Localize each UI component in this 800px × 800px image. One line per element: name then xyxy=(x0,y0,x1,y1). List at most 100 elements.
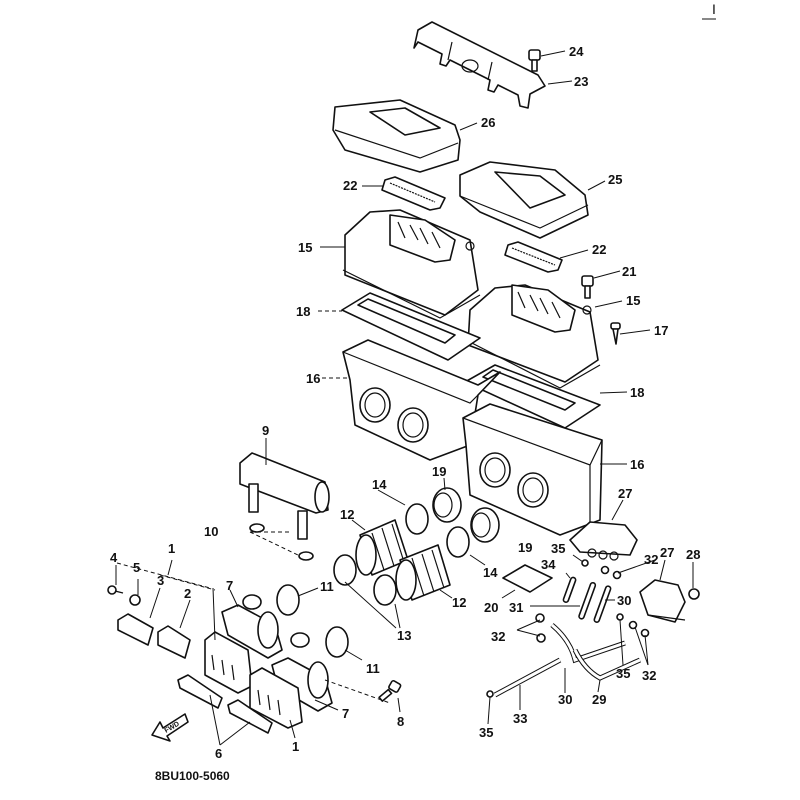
air-box-cap-15-right xyxy=(465,284,601,389)
pad-20 xyxy=(502,564,553,593)
callout-33: 33 xyxy=(513,711,527,726)
callout-32-b: 32 xyxy=(491,629,505,644)
callout-21: 21 xyxy=(622,264,636,279)
bolt-8 xyxy=(378,679,402,702)
clip-35-b xyxy=(616,613,624,621)
callout-18-left: 18 xyxy=(296,304,310,319)
callout-12-b: 12 xyxy=(452,595,466,610)
bolt-21 xyxy=(581,275,594,299)
callout-24: 24 xyxy=(569,44,584,59)
gasket-18-left xyxy=(341,292,481,361)
reed-3 xyxy=(117,613,154,646)
leader-lines xyxy=(115,50,694,746)
gasket-6-b xyxy=(227,699,273,734)
callout-7-a: 7 xyxy=(226,578,233,593)
callout-23: 23 xyxy=(574,74,588,89)
clip-10-a xyxy=(249,523,265,533)
callout-labels: 24 23 26 25 22 22 21 15 15 17 18 18 16 1… xyxy=(110,44,700,761)
callout-12-a: 12 xyxy=(340,507,354,522)
air-box-cap-15-left xyxy=(342,209,481,319)
callout-17: 17 xyxy=(654,323,668,338)
callout-4: 4 xyxy=(110,550,118,565)
balancer-pipe-9 xyxy=(239,452,330,540)
callout-15-left: 15 xyxy=(298,240,312,255)
callout-25: 25 xyxy=(608,172,622,187)
joint-12-b xyxy=(395,544,451,601)
callout-30-b: 30 xyxy=(558,692,572,707)
clamp-11-b xyxy=(325,626,349,658)
clamp-13-b xyxy=(373,574,397,606)
callout-9: 9 xyxy=(262,423,269,438)
callout-31: 31 xyxy=(509,600,523,615)
clip-32-c xyxy=(600,565,610,575)
bracket-part xyxy=(413,21,546,109)
callout-22-left: 22 xyxy=(343,178,357,193)
callout-11-b: 11 xyxy=(366,661,380,676)
callout-16-left: 16 xyxy=(306,371,320,386)
callout-27-a: 27 xyxy=(618,486,632,501)
screw-4 xyxy=(107,585,124,595)
callout-19-a: 19 xyxy=(432,464,446,479)
manifold-7-a xyxy=(221,594,283,659)
callout-13: 13 xyxy=(397,628,411,643)
funnel-19-b xyxy=(470,507,500,543)
callout-2: 2 xyxy=(184,586,191,601)
drawing-code: 8BU100-5060 xyxy=(155,769,230,783)
callout-32-a: 32 xyxy=(644,552,658,567)
air-box-case-16-right xyxy=(462,403,603,536)
nut-28 xyxy=(688,588,700,600)
filter-element-22-right xyxy=(504,241,563,273)
callout-15-right: 15 xyxy=(626,293,640,308)
callout-8: 8 xyxy=(397,714,404,729)
callout-20: 20 xyxy=(484,600,498,615)
hose-34 xyxy=(562,576,577,603)
callout-7-b: 7 xyxy=(342,706,349,721)
callout-34: 34 xyxy=(541,557,556,572)
clip-32-e xyxy=(628,620,638,630)
clamp-13-a xyxy=(333,554,357,586)
bolt-24 xyxy=(528,49,541,72)
callout-10: 10 xyxy=(204,524,218,539)
fuel-pump-27-b xyxy=(639,579,686,623)
fwd-arrow: FWD xyxy=(151,713,189,742)
callout-27-b: 27 xyxy=(660,545,674,560)
cover-26 xyxy=(332,99,461,173)
callout-30-a: 30 xyxy=(617,593,631,608)
filter-element-22-left xyxy=(381,176,446,211)
callout-22-right: 22 xyxy=(592,242,606,257)
washer-5 xyxy=(129,594,141,606)
hose-30-upper xyxy=(593,585,612,623)
callout-3: 3 xyxy=(157,573,164,588)
callout-14-a: 14 xyxy=(372,477,387,492)
callout-26: 26 xyxy=(481,115,495,130)
clamp-11-a xyxy=(276,584,300,616)
joint-12-a xyxy=(355,519,409,576)
page-mark: I xyxy=(712,1,716,17)
callout-16-right: 16 xyxy=(630,457,644,472)
callout-6: 6 xyxy=(215,746,222,761)
clip-35-a xyxy=(581,559,589,567)
funnel-19-a xyxy=(432,487,462,523)
hose-31 xyxy=(578,581,597,620)
callout-18-right: 18 xyxy=(630,385,644,400)
callout-28: 28 xyxy=(686,547,700,562)
callout-11-a: 11 xyxy=(320,579,334,594)
screw-17 xyxy=(610,322,621,345)
clip-35-c xyxy=(486,690,494,698)
callout-35-a: 35 xyxy=(551,541,565,556)
callout-5: 5 xyxy=(133,560,140,575)
clip-10-b xyxy=(298,551,314,561)
callout-29: 29 xyxy=(592,692,606,707)
callout-19-b: 19 xyxy=(518,540,532,555)
callout-1-b: 1 xyxy=(292,739,299,754)
reed-stopper-2 xyxy=(157,625,191,659)
callout-14-b: 14 xyxy=(483,565,498,580)
clamp-14-a xyxy=(405,503,429,535)
callout-1-a: 1 xyxy=(168,541,175,556)
gasket-18-right xyxy=(464,364,601,429)
callout-35-b: 35 xyxy=(616,666,630,681)
clamp-14-b xyxy=(446,526,470,558)
fuel-pump-27-a xyxy=(569,521,638,561)
callout-32-c: 32 xyxy=(642,668,656,683)
